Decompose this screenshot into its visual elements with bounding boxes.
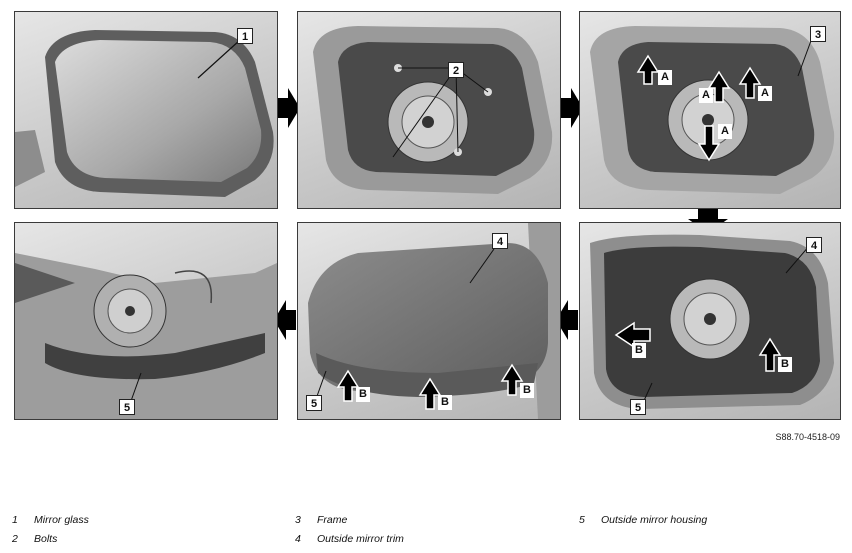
arrow-label-b: B [778,357,792,372]
flow-arrow-left-icon [274,300,296,340]
arrow-label-b: B [356,387,370,402]
callout-5: 5 [119,399,135,415]
step-2-bolts-image: 2 [297,11,561,209]
legend-text: Outside mirror trim [317,533,404,545]
legend-number: 2 [12,533,18,545]
step-1-mirror-glass-image: 1 [14,11,278,209]
step-5-mirror-trim-image: 4 5 B B B [297,222,561,420]
callout-5: 5 [630,399,646,415]
step-6-mirror-housing-image: 5 [14,222,278,420]
legend-number: 5 [579,514,585,526]
callout-4: 4 [806,237,822,253]
legend-text: Mirror glass [34,514,89,526]
arrow-label-b: B [438,395,452,410]
callout-5: 5 [306,395,322,411]
arrow-label-a: A [658,70,672,85]
arrow-label-b: B [632,343,646,358]
flow-arrow-right-icon [278,88,300,128]
legend-text: Bolts [34,533,58,545]
callout-4: 4 [492,233,508,249]
arrow-label-a: A [758,86,772,101]
legend-item-4: 4 Outside mirror trim [295,533,404,545]
reference-code: S88.70-4518-09 [775,432,840,442]
legend-item-1: 1 Mirror glass [12,514,89,526]
callout-1: 1 [237,28,253,44]
flow-arrow-down-icon [688,209,728,233]
step-3-frame-image: 3 A A A A [579,11,841,209]
legend-item-2: 2 Bolts [12,533,57,545]
flow-arrow-right-icon [561,88,583,128]
callout-3: 3 [810,26,826,42]
step-4-trim-removal-image: 4 5 B B [579,222,841,420]
arrow-label-a: A [718,124,732,139]
legend-number: 3 [295,514,301,526]
legend-item-3: 3 Frame [295,514,347,526]
callout-2: 2 [448,62,464,78]
legend-number: 1 [12,514,18,526]
legend-text: Outside mirror housing [601,514,708,526]
arrow-label-b: B [520,383,534,398]
legend-text: Frame [317,514,348,526]
flow-arrow-left-icon [556,300,578,340]
legend-number: 4 [295,533,301,545]
arrow-label-a: A [699,88,713,103]
legend-item-5: 5 Outside mirror housing [579,514,707,526]
